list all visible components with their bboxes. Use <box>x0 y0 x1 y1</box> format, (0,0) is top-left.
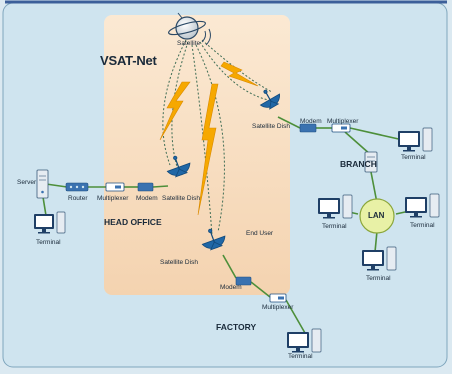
label-modem-branch: Modem <box>300 118 322 125</box>
satellite-dish-icon <box>259 89 280 110</box>
label-multiplexer-factory: Multiplexer <box>262 304 294 311</box>
modem-icon <box>299 123 317 133</box>
cable-dish-modem-factory <box>222 254 237 279</box>
label-modem-head: Modem <box>136 195 158 202</box>
label-router: Router <box>68 195 88 202</box>
label-modem-factory: Modem <box>220 284 242 291</box>
label-terminal-factory: Terminal <box>288 353 313 360</box>
site-factory: FACTORY <box>216 322 257 332</box>
satellite-icon <box>168 12 211 46</box>
label-multiplexer-head: Multiplexer <box>97 195 129 202</box>
modem-icon <box>235 276 252 286</box>
label-server: Server <box>17 179 37 186</box>
vsat-panel <box>104 15 290 295</box>
label-end-user: End User <box>246 230 274 237</box>
beam-factory-2 <box>195 44 225 233</box>
computer-terminal-icon <box>398 127 433 152</box>
cable-multiplexer-terminal-factory <box>285 299 306 334</box>
lan-hub-icon <box>359 198 395 234</box>
label-satellite: Satellite <box>177 40 201 47</box>
modem-icon <box>137 182 154 192</box>
cable-multiplexer-lan <box>344 131 372 156</box>
cable-server-router <box>45 183 68 188</box>
cable-modem-dish <box>152 185 169 188</box>
computer-terminal-icon <box>405 193 440 218</box>
computer-terminal-icon <box>287 328 322 353</box>
beam-head-office <box>162 39 187 166</box>
satellite-dish-icon <box>201 228 226 251</box>
label-terminal-branch: Terminal <box>401 154 426 161</box>
computer-terminal-icon <box>362 246 397 271</box>
satellite-links <box>159 61 259 216</box>
lightning-bolt-factory <box>197 83 219 216</box>
terminals <box>34 127 440 353</box>
satellite-dish-icon <box>166 155 191 178</box>
beam-branch-2 <box>201 39 273 93</box>
cable-lan-terminal-bottom <box>374 230 378 253</box>
beam-factory <box>191 44 213 236</box>
lan-label: LAN <box>368 211 385 220</box>
cable-hub-to-lan <box>370 171 378 204</box>
cables <box>42 116 415 334</box>
label-terminal-head: Terminal <box>36 239 61 246</box>
label-multiplexer-branch: Multiplexer <box>327 118 359 125</box>
cable-modem-multiplexer-factory <box>250 281 271 298</box>
cable-multiplexer-terminal-branch <box>349 127 404 141</box>
label-satellite-dish-branch: Satellite Dish <box>252 123 290 130</box>
site-branch: BRANCH <box>340 159 377 169</box>
computer-terminal-icon <box>318 194 353 219</box>
lightning-bolt-head-office <box>159 81 191 141</box>
label-satellite-dish-factory: Satellite Dish <box>160 259 198 266</box>
server-icon <box>36 169 49 199</box>
label-terminal-lan-left: Terminal <box>322 223 347 230</box>
diagram-title: VSAT-Net <box>100 53 157 68</box>
computer-terminal-icon <box>34 211 66 234</box>
label-satellite-dish-head: Satellite Dish <box>162 195 200 202</box>
label-terminal-lan-bottom: Terminal <box>366 275 391 282</box>
network-devices <box>65 123 378 303</box>
satellite-dishes <box>166 89 280 251</box>
lightning-bolt-branch <box>220 61 259 87</box>
cable-dish-modem-branch <box>277 116 301 129</box>
label-terminal-lan-right: Terminal <box>410 222 435 229</box>
site-head-office: HEAD OFFICE <box>104 217 162 227</box>
